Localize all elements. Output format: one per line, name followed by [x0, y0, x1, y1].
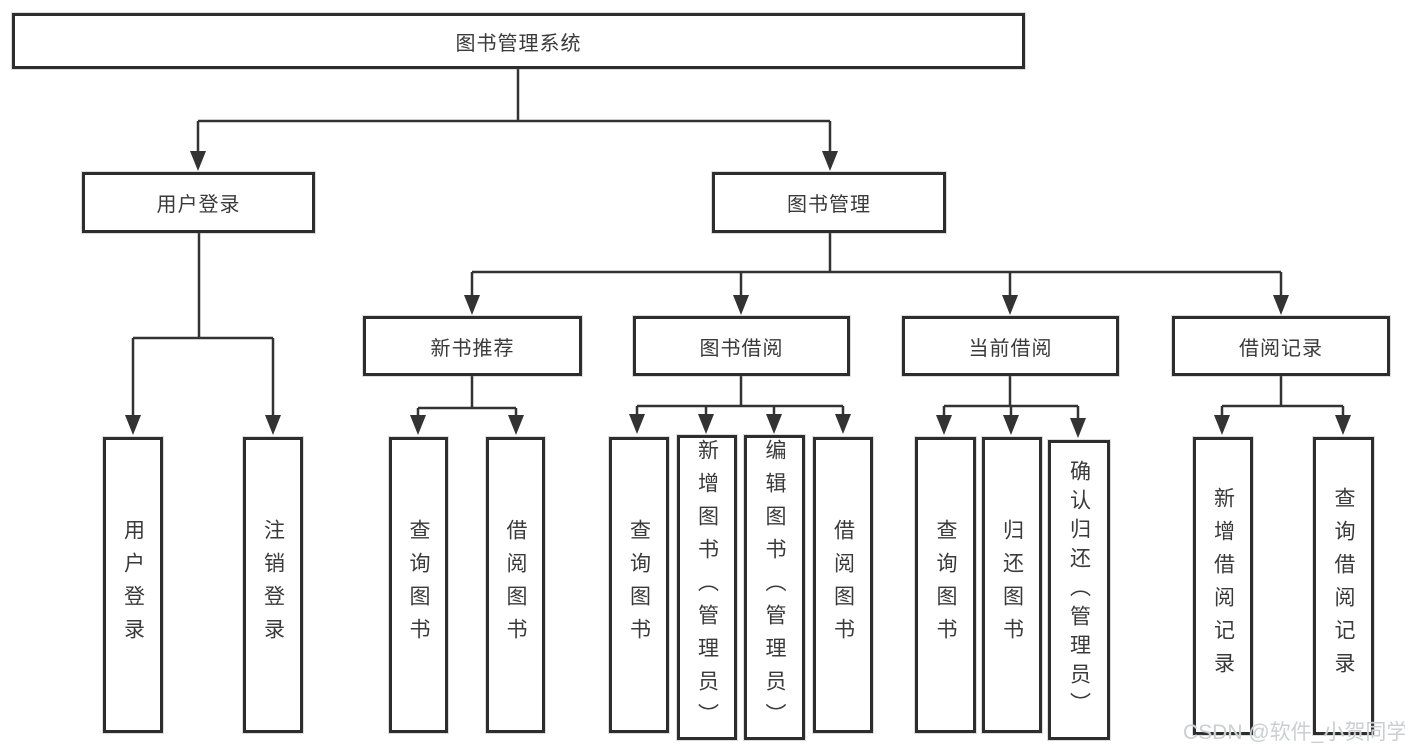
node-root-label: 图书管理系统	[455, 32, 582, 55]
node-book-borrowing: 图书借阅	[633, 316, 850, 376]
leaf-query-borrow-record-label: 查询借阅记录	[1332, 487, 1355, 685]
leaf-query-borrow-record: 查询借阅记录	[1313, 437, 1374, 735]
leaf-add-books-admin: 新增图书（管理员）	[677, 435, 737, 740]
leaf-query-books-recommend-label: 查询图书	[407, 519, 430, 651]
node-book-management-branch-label: 图书管理	[787, 194, 871, 216]
leaf-edit-books-admin: 编辑图书（管理员）	[744, 435, 805, 740]
leaf-return-books-label: 归还图书	[1000, 519, 1024, 651]
node-book-borrowing-label: 图书借阅	[699, 337, 784, 360]
leaf-user-login: 用户登录	[103, 437, 163, 733]
leaf-borrow-books: 借阅图书	[813, 437, 873, 733]
leaf-query-books-current: 查询图书	[915, 437, 976, 733]
node-new-book-recommend-label: 新书推荐	[430, 337, 515, 360]
leaf-add-borrow-record-label: 新增借阅记录	[1211, 487, 1235, 685]
node-new-book-recommend: 新书推荐	[363, 316, 582, 376]
node-borrow-records: 借阅记录	[1172, 316, 1390, 376]
node-current-borrowing-label: 当前借阅	[968, 337, 1053, 360]
csdn-watermark: CSDN @软件_小贺同学	[1183, 721, 1405, 744]
leaf-return-books: 归还图书	[982, 437, 1042, 733]
leaf-logout-label: 注销登录	[261, 519, 285, 651]
leaf-query-books-borrowing-label: 查询图书	[627, 519, 651, 651]
node-user-login-branch: 用户登录	[82, 172, 315, 233]
node-user-login-branch-label: 用户登录	[156, 194, 241, 216]
leaf-query-books-borrowing: 查询图书	[609, 437, 669, 733]
leaf-query-books-current-label: 查询图书	[934, 519, 957, 651]
leaf-borrow-books-recommend-label: 借阅图书	[504, 519, 527, 651]
node-root-system: 图书管理系统	[12, 13, 1025, 69]
node-book-management-branch: 图书管理	[712, 172, 946, 233]
leaf-confirm-return-admin-label: 确认归还（管理员）	[1067, 459, 1091, 721]
leaf-confirm-return-admin: 确认归还（管理员）	[1048, 440, 1110, 740]
node-borrow-records-label: 借阅记录	[1239, 337, 1323, 360]
leaf-edit-books-admin-label: 编辑图书（管理员）	[763, 439, 786, 736]
leaf-add-borrow-record: 新增借阅记录	[1193, 437, 1253, 735]
leaf-logout: 注销登录	[243, 437, 303, 733]
node-current-borrowing: 当前借阅	[902, 316, 1119, 376]
leaf-borrow-books-recommend: 借阅图书	[486, 437, 545, 733]
leaf-borrow-books-label: 借阅图书	[831, 519, 855, 651]
leaf-user-login-label: 用户登录	[121, 519, 145, 651]
leaf-add-books-admin-label: 新增图书（管理员）	[695, 439, 719, 736]
leaf-query-books-recommend: 查询图书	[389, 437, 448, 733]
